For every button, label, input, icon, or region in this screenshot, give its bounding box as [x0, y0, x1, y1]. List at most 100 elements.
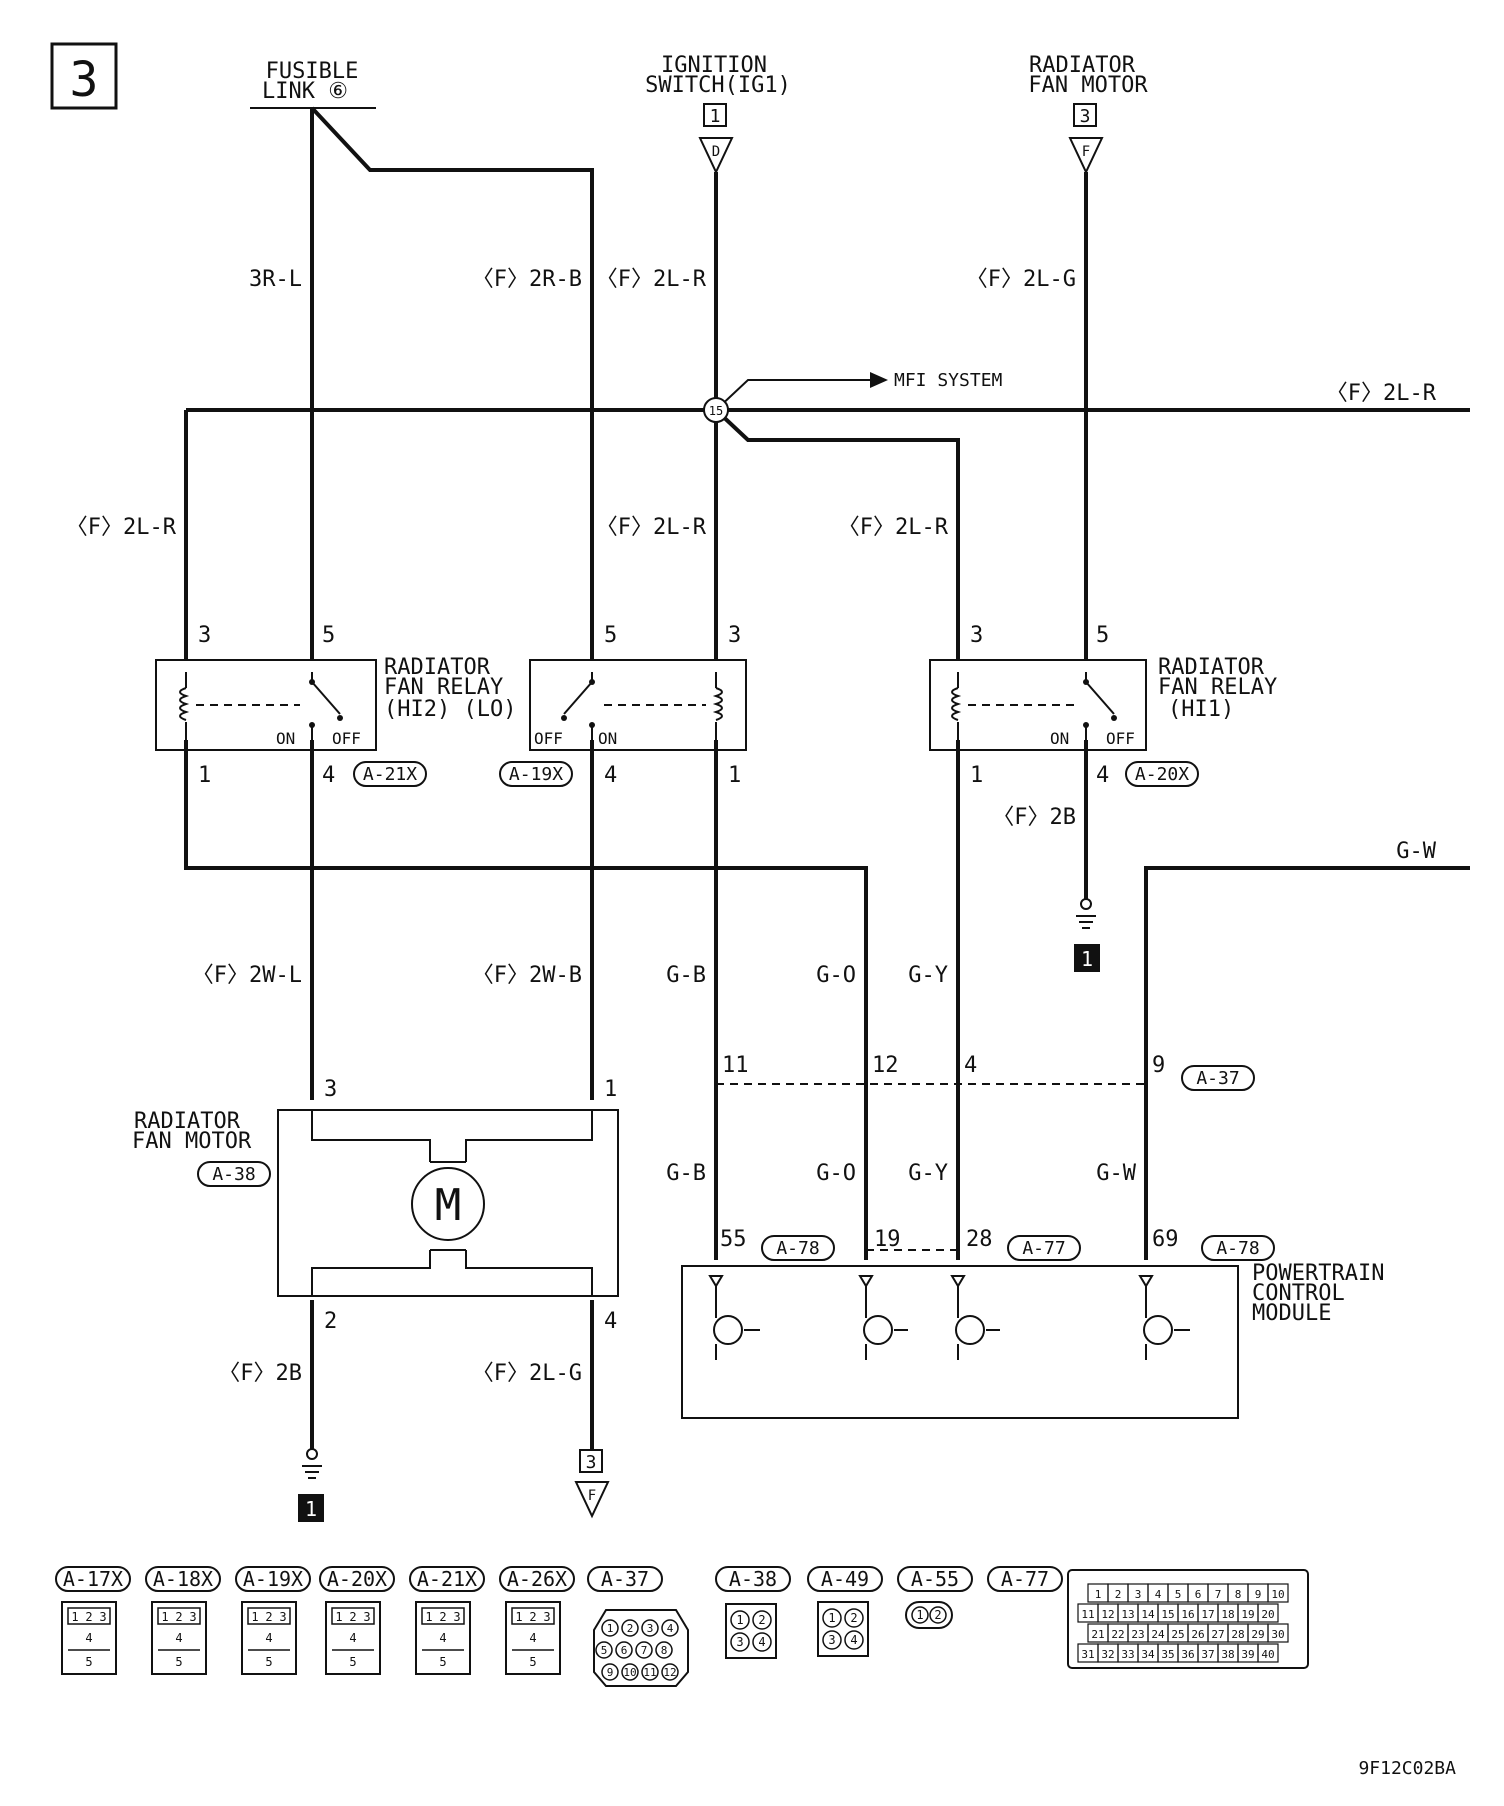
ignition-switch-conn: D: [712, 144, 720, 160]
fan-motor-source-label-1: RADIATOR: [1029, 53, 1136, 78]
a77-pin: [1257, 1643, 1279, 1663]
a38-pin-label: 2: [758, 1613, 765, 1627]
a77-pin-label: 13: [1121, 1608, 1134, 1621]
relay-hi2-pin-tr: 5: [322, 623, 335, 648]
relay-lo-on: ON: [598, 729, 617, 748]
motor-connector: A-38: [212, 1164, 255, 1185]
conn-label-a20x: A-20X: [327, 1567, 387, 1591]
a77-pin-label: 25: [1171, 1628, 1184, 1641]
a49-pin-label: 3: [828, 1633, 835, 1647]
a77-pin-label: 1: [1095, 1588, 1102, 1601]
relay-pin-label: 4: [529, 1631, 536, 1645]
wire-label-2b-motor: 〈F〉2B: [218, 1361, 302, 1386]
a38-pin-label: 3: [736, 1635, 743, 1649]
motor-out-conn: F: [588, 1488, 596, 1504]
relay-lo: OFF ON 5 3 4 1 A-19X: [499, 623, 747, 788]
wire-label-go-1: G-O: [816, 963, 856, 988]
relay-hi1-pin-br: 4: [1096, 763, 1109, 788]
a37-pin: [621, 1663, 639, 1681]
a77-pin-label: 39: [1241, 1648, 1254, 1661]
relay-pin-label: 4: [175, 1631, 182, 1645]
relay-pin-label: 1: [251, 1610, 258, 1624]
pcm-pin-69: 69: [1152, 1227, 1179, 1252]
relay-hi2-pin-br: 4: [322, 763, 335, 788]
pcm-conn-a78b: A-78: [1216, 1238, 1259, 1259]
relay-pin-label: 5: [529, 1655, 536, 1669]
relay-hi1-name-3: (HI1): [1168, 697, 1234, 722]
wire-label-gw-2: G-W: [1096, 1161, 1136, 1186]
relay-hi1-pin-tl: 3: [970, 623, 983, 648]
relay-pin-label: 3: [363, 1610, 370, 1624]
junction-number: 15: [709, 404, 723, 418]
pcm-label-3: MODULE: [1252, 1301, 1331, 1326]
fusible-link-label-1: FUSIBLE: [266, 59, 359, 84]
relay-hi1-on: ON: [1050, 729, 1069, 748]
a37-pin: [601, 1619, 619, 1637]
conn-label-a17x: A-17X: [63, 1567, 123, 1591]
a77-pin-label: 24: [1151, 1628, 1165, 1641]
ground-ref-motor: 1: [305, 1497, 317, 1521]
conn-label-a18x: A-18X: [153, 1567, 213, 1591]
a37-connector: 11 12 4 9 A-37: [722, 1053, 1255, 1091]
wire-label-2lr-left: 〈F〉2L-R: [66, 515, 177, 540]
ignition-switch-label-2: SWITCH(IG1): [645, 73, 791, 98]
a77-pin-label: 16: [1181, 1608, 1194, 1621]
relay-pin-label: 1: [335, 1610, 342, 1624]
motor-symbol: M: [435, 1180, 462, 1231]
a37-connector-label: A-37: [1196, 1068, 1239, 1089]
relay-pin-label: 4: [349, 1631, 356, 1645]
a77-pin-label: 6: [1195, 1588, 1202, 1601]
connector-views: A-17X A-18X A-19X A-20X A-21X A-26X A-37…: [55, 1566, 1309, 1687]
a77-pin-label: 5: [1175, 1588, 1182, 1601]
wire-label-2lr-hi1: 〈F〉2L-R: [838, 515, 949, 540]
a55-pin-label: 1: [916, 1608, 923, 1622]
a77-pin-label: 29: [1251, 1628, 1264, 1641]
radiator-fan-motor: RADIATOR FAN MOTOR A-38 M 3 1 2 4: [132, 1077, 619, 1334]
motor-pin-1: 1: [604, 1077, 617, 1102]
ignition-switch-label-1: IGNITION: [661, 53, 767, 78]
motor-out-ref: 3: [586, 1452, 597, 1473]
conn-label-a55: A-55: [911, 1567, 959, 1591]
wire-label-gw-top: G-W: [1396, 839, 1436, 864]
relay-pin-label: 5: [439, 1655, 446, 1669]
relay-hi2-name-3: (HI2) (LO): [384, 697, 516, 722]
relay-hi1-pin-bl: 1: [970, 763, 983, 788]
wire-label-3rl: 3R-L: [249, 267, 302, 292]
a49-pin: [844, 1608, 864, 1628]
pcm-conn-a77: A-77: [1022, 1238, 1065, 1259]
fan-motor-source-label-2: FAN MOTOR: [1028, 73, 1148, 98]
a37-pin: [661, 1663, 679, 1681]
wire-label-2lg-top: 〈F〉2L-G: [966, 267, 1076, 292]
a77-pin-label: 26: [1191, 1628, 1204, 1641]
a49-pin-label: 4: [850, 1633, 857, 1647]
fusible-link-label-2: LINK ⑥: [262, 79, 348, 104]
wire-label-2lr-top: 〈F〉2L-R: [596, 267, 707, 292]
ground-symbol-motor: 1: [298, 1448, 324, 1522]
relay-lo-pin-bl: 4: [604, 763, 617, 788]
a37-pin-label: 10: [623, 1666, 636, 1679]
a37-pin: [661, 1619, 679, 1637]
wire-label-2wb: 〈F〉2W-B: [472, 963, 582, 988]
a77-pin-label: 19: [1241, 1608, 1254, 1621]
a77-pin-label: 21: [1091, 1628, 1104, 1641]
a49-pin-label: 1: [828, 1611, 835, 1625]
a77-pin-label: 14: [1141, 1608, 1155, 1621]
a38-pin-label: 1: [736, 1613, 743, 1627]
a37-pin: [635, 1641, 653, 1659]
ignition-switch-ref: 1: [710, 106, 721, 127]
a37-pin: [655, 1641, 673, 1659]
a37-pin-label: 7: [641, 1644, 648, 1657]
relay-lo-pin-tl: 5: [604, 623, 617, 648]
a77-pin-label: 20: [1261, 1608, 1274, 1621]
wire-label-gb-2: G-B: [666, 1161, 706, 1186]
a77-pin: [1267, 1583, 1289, 1603]
a77-pin: [1257, 1603, 1279, 1623]
a37-pin: [595, 1641, 613, 1659]
a37-pin: [641, 1663, 659, 1681]
relay-hi2: ON OFF 3 5 1 4 A-21X RADIATOR FAN RELAY …: [155, 623, 516, 788]
wire-label-2lg-motor: 〈F〉2L-G: [472, 1361, 582, 1386]
